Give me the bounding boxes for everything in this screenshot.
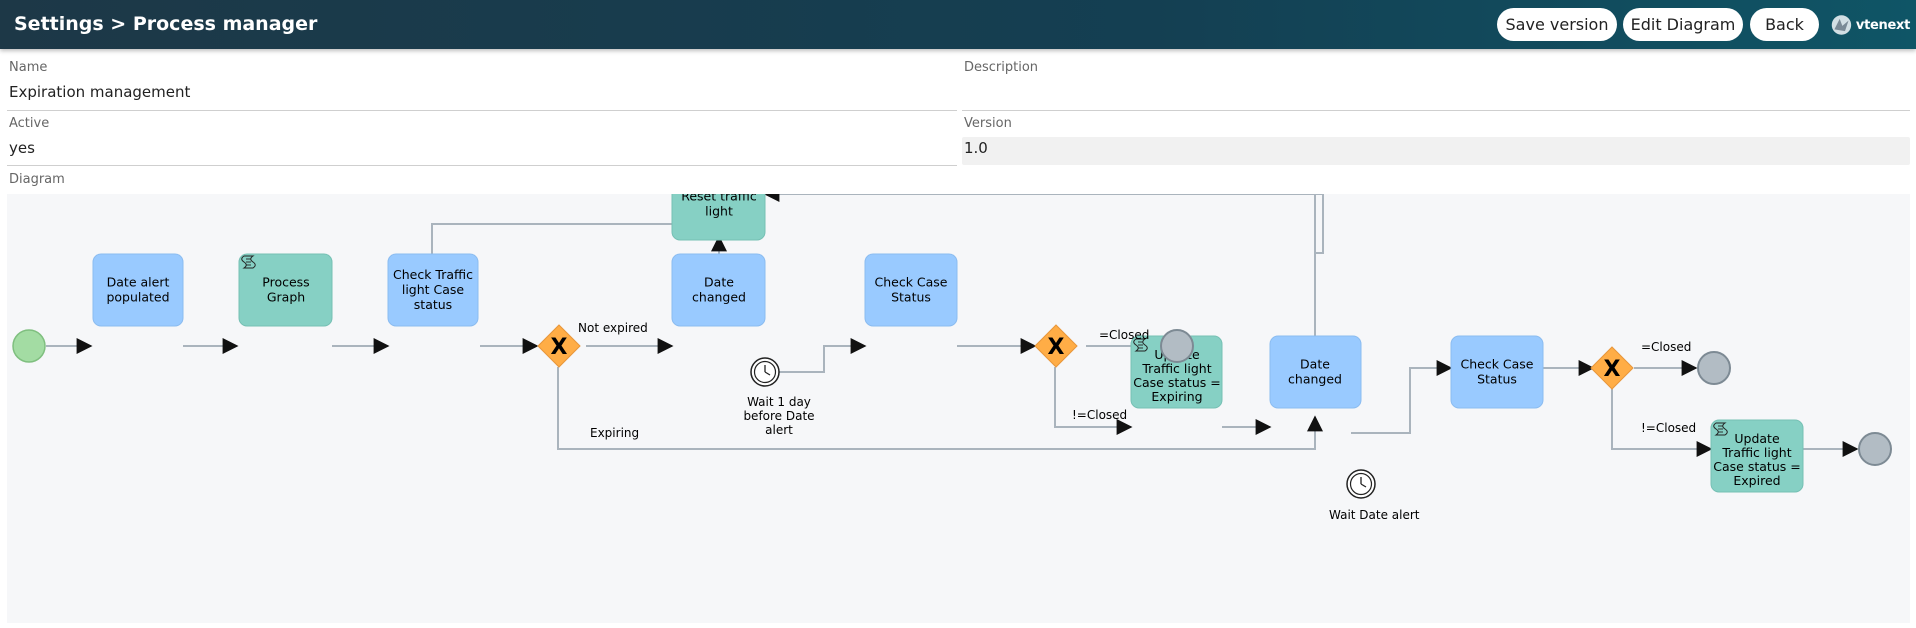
version-value: 1.0 [964, 139, 988, 157]
version-field: Version 1.0 [964, 116, 1012, 157]
end-event-1 [1160, 329, 1194, 363]
diagram-text-line: Traffic light [1141, 361, 1211, 376]
exclusive-gateway-1: X [537, 324, 581, 368]
task-date-changed-1 [671, 253, 766, 327]
edit-diagram-button[interactable]: Edit Diagram [1623, 8, 1743, 41]
diagram-text-line: Status [1477, 372, 1517, 387]
task-check-case-status-2 [1450, 335, 1544, 409]
vtenext-logo: vtenext [1830, 10, 1910, 40]
diagram-text-line: status [414, 297, 452, 312]
diagram-text-line: Date alert [107, 275, 170, 290]
version-label: Version [964, 116, 1012, 131]
name-label: Name [9, 60, 48, 75]
diagram-text-line: changed [692, 290, 746, 305]
diagram-text-line: Update [1734, 431, 1780, 446]
diagram-text-line: changed [1288, 372, 1342, 387]
diagram-text-line: Graph [267, 290, 305, 305]
label-not-expired: Not expired [578, 321, 648, 335]
logo-icon [1831, 15, 1852, 35]
label-not-closed-1: !=Closed [1072, 408, 1127, 422]
diagram-label: Diagram [9, 172, 65, 187]
timer-icon [750, 357, 780, 387]
divider [7, 165, 957, 166]
diagram-text-line: Wait 1 day [747, 395, 811, 409]
name-field: Name Expiration management [9, 60, 190, 101]
page-title: Settings > Process manager [14, 13, 318, 35]
diagram-text-line: Check Case [1460, 357, 1533, 372]
label-not-closed-2: !=Closed [1641, 421, 1696, 435]
task-date-alert-populated [92, 253, 184, 327]
diagram-text-line: alert [765, 423, 793, 437]
end-event-2 [1697, 351, 1731, 385]
flow [765, 338, 867, 373]
script-task-process-graph [238, 253, 333, 327]
divider [962, 110, 1910, 111]
flow [1611, 389, 1713, 457]
end-event-3 [1858, 432, 1892, 466]
diagram-text-line: light Case [402, 282, 465, 297]
label-closed-2: =Closed [1641, 340, 1691, 354]
flow [763, 186, 1316, 398]
flow [765, 193, 1324, 254]
flow [1351, 360, 1453, 434]
flow [1054, 367, 1133, 435]
exclusive-gateway-3: X [1590, 346, 1634, 390]
diagram-text-line: before Date [743, 409, 814, 423]
svg-text:X: X [551, 335, 568, 360]
exclusive-gateway-2: X [1034, 324, 1078, 368]
back-button[interactable]: Back [1750, 8, 1819, 41]
label-wait-date-alert: Wait Date alert [1329, 508, 1420, 522]
start-event [12, 329, 46, 363]
diagram-text-line: Expired [1733, 473, 1780, 488]
script-task-update-expired [1710, 419, 1804, 493]
diagram-text-line: Status [891, 290, 931, 305]
save-version-button[interactable]: Save version [1497, 8, 1617, 41]
task-check-case-status-1 [864, 253, 958, 327]
description-field: Description [964, 60, 1038, 83]
flow [557, 367, 1323, 450]
top-bar: Settings > Process manager Save version … [0, 0, 1916, 49]
diagram-text-line: Case status = [1713, 459, 1800, 474]
diagram-text-line: Date [704, 275, 734, 290]
diagram-text-line: Process [262, 275, 309, 290]
label-closed-1: =Closed [1099, 328, 1149, 342]
diagram-text-line: Date [1300, 357, 1330, 372]
active-label: Active [9, 116, 50, 131]
diagram-text-line: Reset traffic [681, 194, 757, 204]
diagram-field: Diagram [9, 172, 65, 187]
description-label: Description [964, 60, 1039, 75]
diagram-text-line: Case status = [1133, 375, 1220, 390]
label-expiring: Expiring [590, 426, 639, 440]
diagram-text-line: populated [106, 290, 169, 305]
diagram-text-line: Traffic light [1721, 445, 1791, 460]
diagram-text-line: light [705, 204, 733, 219]
timer-icon [1346, 469, 1376, 499]
diagram-text-line: Expiring [1151, 389, 1202, 404]
active-value: yes [9, 139, 35, 157]
version-box [962, 137, 1910, 165]
logo-text: vtenext [1855, 17, 1910, 33]
task-check-traffic-light-case-status [387, 253, 479, 327]
task-date-changed-2 [1269, 335, 1362, 409]
name-value: Expiration management [9, 83, 191, 101]
diagram-text-line: Check Case [874, 275, 947, 290]
diagram-text-line: Check Traffic [393, 267, 473, 282]
divider [7, 110, 957, 111]
svg-text:X: X [1604, 357, 1621, 382]
active-field: Active yes [9, 116, 49, 157]
svg-text:X: X [1048, 335, 1065, 360]
